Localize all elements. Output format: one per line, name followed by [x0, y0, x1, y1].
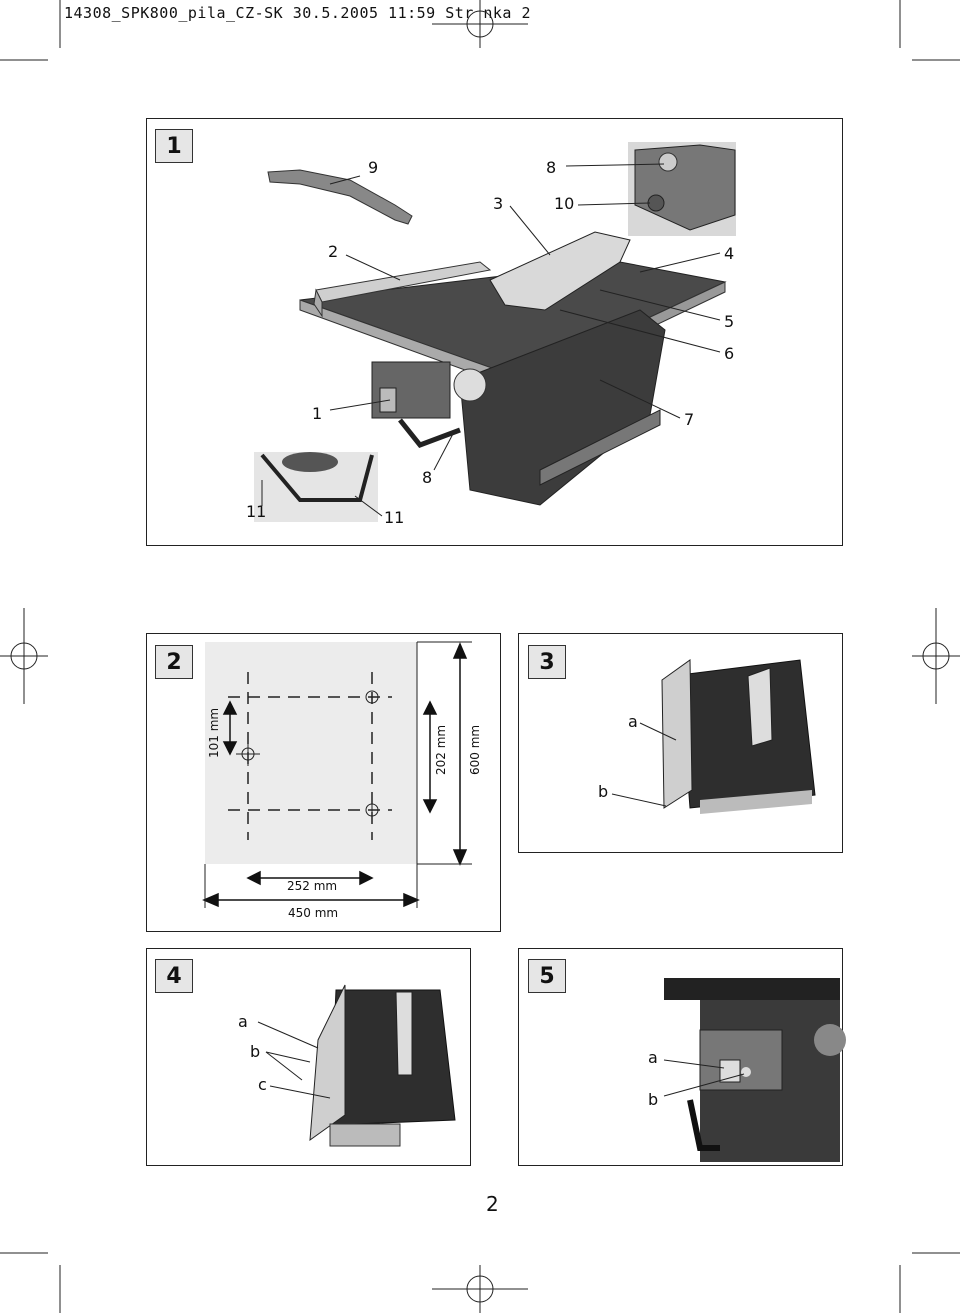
figure-3-callout-a: a [628, 712, 638, 731]
page-number: 2 [486, 1192, 499, 1216]
figure-3-callout-b: b [598, 782, 609, 801]
figure-5-callout-a: a [648, 1048, 658, 1067]
figure-1-callout-3: 3 [493, 194, 504, 213]
figure-4-callout-c: c [258, 1075, 267, 1094]
figure-2-number: 2 [155, 645, 193, 679]
figure-1-callout-11a: 11 [246, 502, 267, 521]
figure-1-callout-8: 8 [546, 158, 557, 177]
figure-1-callout-9: 9 [368, 158, 379, 177]
figure-4-panel [146, 948, 471, 1166]
figure-1-callout-5: 5 [724, 312, 735, 331]
figure-3-number: 3 [528, 645, 566, 679]
figure-1-callout-7: 7 [684, 410, 695, 429]
figure-1-callout-10: 10 [554, 194, 575, 213]
figure-1-callout-6: 6 [724, 344, 735, 363]
figure-1-number: 1 [155, 129, 193, 163]
figure-1-callout-4: 4 [724, 244, 735, 263]
figure-1-callout-2: 2 [328, 242, 339, 261]
figure-4-callout-b: b [250, 1042, 261, 1061]
file-header: 14308_SPK800_pila_CZ-SK 30.5.2005 11:59 … [64, 4, 532, 22]
figure-5-callout-b: b [648, 1090, 659, 1109]
figure-4-number: 4 [155, 959, 193, 993]
dimension-252: 252 mm [287, 879, 338, 893]
dimension-450: 450 mm [288, 906, 339, 920]
figure-4-callout-a: a [238, 1012, 248, 1031]
figure-1-callout-11b: 11 [384, 508, 405, 527]
figure-1-callout-8b: 8 [422, 468, 433, 487]
figure-1-callout-1: 1 [312, 404, 323, 423]
figure-5-number: 5 [528, 959, 566, 993]
